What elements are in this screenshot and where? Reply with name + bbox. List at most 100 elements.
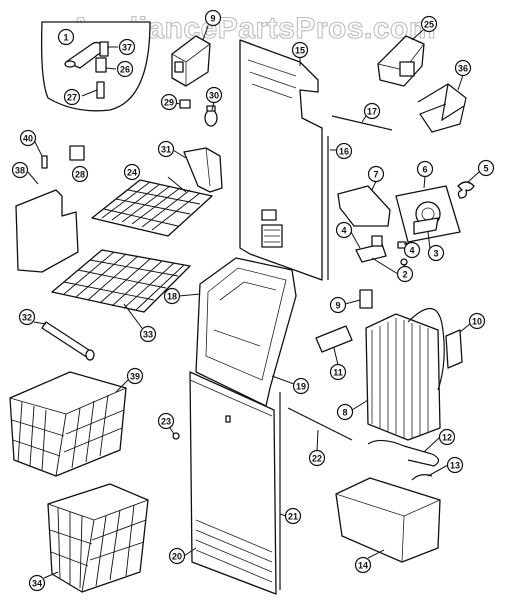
callout-circle (329, 363, 347, 381)
wire-basket-upper (9, 371, 127, 477)
callout-number: 7 (373, 170, 378, 180)
callout-4: 4 (403, 241, 421, 259)
callout-number: 6 (422, 165, 427, 175)
side-cover-panel (15, 145, 85, 273)
callout-circle (157, 140, 175, 158)
callout-number: 40 (23, 134, 33, 144)
callout-circle (163, 287, 181, 305)
control-housing (171, 25, 211, 87)
callout-number: 28 (75, 170, 85, 180)
callout-circle (71, 165, 89, 183)
callout-circle (291, 41, 309, 59)
callout-number: 34 (32, 579, 42, 589)
callout-5: 5 (477, 159, 495, 177)
callout-3: 3 (427, 244, 445, 262)
gasket-strip-22 (287, 407, 353, 441)
callout-11: 11 (329, 363, 347, 381)
fan-mount-parts (355, 217, 439, 266)
callout-circle (63, 88, 81, 106)
gasket-strip-17 (331, 115, 393, 131)
callout-14: 14 (354, 556, 372, 574)
callout-number: 21 (288, 512, 298, 522)
callout-4: 4 (335, 221, 353, 239)
callout-circle (18, 308, 36, 326)
callout-number: 30 (209, 91, 219, 101)
callout-38: 38 (11, 161, 29, 179)
callout-number: 2 (402, 270, 407, 280)
callout-circle (308, 449, 326, 467)
callout-12: 12 (438, 428, 456, 446)
callout-number: 32 (22, 313, 32, 323)
callout-37: 37 (118, 38, 136, 56)
heater-clip (411, 474, 433, 481)
parts-drawing (9, 21, 480, 595)
callout-circle (336, 403, 354, 421)
callout-9: 9 (204, 9, 222, 27)
callout-circle (126, 367, 144, 385)
callout-number: 3 (433, 249, 438, 259)
callout-number: 20 (172, 552, 182, 562)
callout-26: 26 (116, 60, 134, 78)
callout-22: 22 (308, 449, 326, 467)
callout-number: 9 (335, 301, 340, 311)
callout-16: 16 (335, 142, 353, 160)
evaporator-cover (195, 257, 297, 407)
callout-39: 39 (126, 367, 144, 385)
callout-circle (28, 574, 46, 592)
callout-1: 1 (57, 28, 75, 46)
callout-number: 1 (63, 33, 68, 43)
callout-circle (354, 556, 372, 574)
callout-2: 2 (396, 265, 414, 283)
callout-circle (284, 507, 302, 525)
tube-roller (41, 321, 95, 361)
callout-number: 27 (67, 93, 77, 103)
callout-circle (420, 15, 438, 33)
callout-circle (116, 60, 134, 78)
callout-13: 13 (446, 456, 464, 474)
callout-28: 28 (71, 165, 89, 183)
callout-circle (123, 163, 141, 181)
callout-number: 14 (358, 561, 368, 571)
callout-number: 12 (442, 433, 452, 443)
callout-number: 18 (167, 292, 177, 302)
wire-shelf-lower (51, 249, 191, 313)
callout-33: 33 (139, 325, 157, 343)
callout-number: 22 (312, 454, 322, 464)
callout-circle (335, 221, 353, 239)
callout-15: 15 (291, 41, 309, 59)
callout-circle (335, 142, 353, 160)
callout-circle (19, 129, 37, 147)
callout-circle (118, 38, 136, 56)
callout-9: 9 (329, 296, 347, 314)
callout-20: 20 (168, 547, 186, 565)
callout-number: 15 (295, 46, 305, 56)
callout-34: 34 (28, 574, 46, 592)
callout-circle (329, 296, 347, 314)
callout-8: 8 (336, 403, 354, 421)
callout-number: 38 (15, 166, 25, 176)
callout-number: 9 (210, 14, 215, 24)
callout-number: 10 (472, 317, 482, 327)
callout-number: 4 (341, 226, 346, 236)
callout-number: 33 (143, 330, 153, 340)
callout-number: 19 (296, 382, 306, 392)
callout-circle (204, 9, 222, 27)
callout-31: 31 (157, 140, 175, 158)
terminal-bracket (445, 329, 463, 369)
callout-circle (427, 244, 445, 262)
callout-24: 24 (123, 163, 141, 181)
callout-circle (292, 377, 310, 395)
callout-10: 10 (468, 312, 486, 330)
callout-40: 40 (19, 129, 37, 147)
defrost-heater (367, 439, 440, 467)
callout-number: 36 (458, 64, 468, 74)
callout-number: 11 (333, 368, 343, 378)
callout-circle (396, 265, 414, 283)
callout-number: 25 (424, 20, 434, 30)
callout-18: 18 (163, 287, 181, 305)
screw-part (172, 432, 180, 440)
defrost-clip (359, 289, 373, 309)
callout-circle (205, 86, 223, 104)
leader-lines (27, 29, 480, 579)
